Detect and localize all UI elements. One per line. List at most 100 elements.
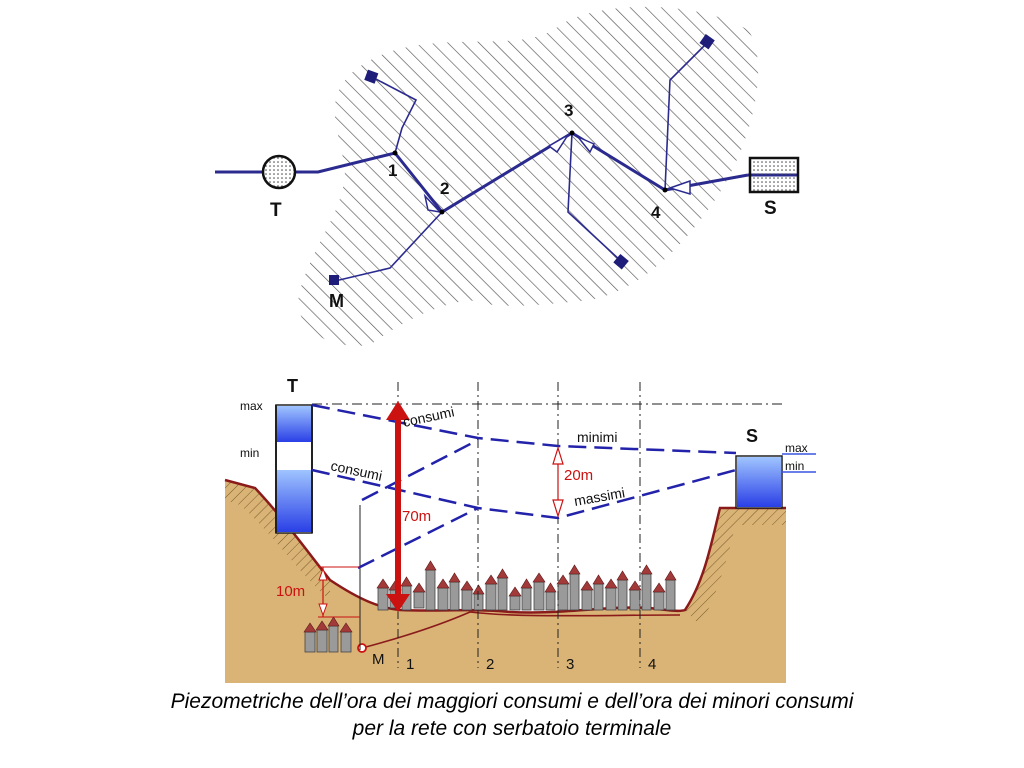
junction-nodes — [392, 130, 668, 215]
arrow-up-icon — [552, 445, 564, 465]
building — [569, 573, 580, 611]
building — [605, 587, 617, 611]
section-label-4: 4 — [648, 656, 656, 673]
service-area — [298, 6, 759, 346]
level-max-right: max — [785, 441, 808, 455]
reservoir-s-title: S — [746, 426, 758, 446]
roof-icon — [412, 582, 426, 593]
tank-t-upper-water — [277, 406, 311, 442]
roof-icon — [303, 622, 317, 633]
label-70m: 70m — [402, 508, 431, 525]
level-min-left: min — [240, 446, 259, 460]
plan-view: 1 2 3 4 T S M — [215, 6, 800, 346]
piezometric-minimum-consumption — [311, 403, 737, 455]
building — [425, 569, 436, 611]
section-label-1: 1 — [406, 656, 414, 673]
label-consumi-top: consumi — [401, 403, 455, 429]
ground-surface — [224, 478, 786, 614]
roof-icon — [460, 580, 474, 591]
arrow-down-icon — [318, 603, 328, 617]
roof-icon — [580, 580, 594, 591]
roof-icon — [628, 580, 642, 591]
section-label-3: 3 — [566, 656, 574, 673]
piezometric-lines — [311, 403, 737, 570]
building — [641, 573, 652, 611]
branch-pipe — [567, 132, 623, 263]
building — [413, 591, 425, 609]
branch-pipe — [334, 211, 443, 282]
building — [581, 589, 593, 611]
profile-point-m-label: M — [372, 651, 385, 668]
building — [304, 631, 316, 653]
caption-line-1: Piezometriche dell’ora dei maggiori cons… — [170, 690, 854, 713]
roof-icon — [315, 620, 329, 631]
roof-icon — [568, 564, 581, 575]
level-min-right: min — [785, 459, 804, 473]
arrow-down-icon — [386, 594, 410, 612]
node-label-1: 1 — [388, 161, 397, 180]
reservoir-s-icon — [748, 156, 800, 194]
branch-pipe — [664, 41, 709, 191]
flow-arrow-icon — [667, 179, 691, 196]
tank-t — [275, 404, 313, 534]
end-node-icon — [329, 275, 339, 285]
arrow-up-icon — [386, 401, 410, 420]
building — [533, 581, 545, 611]
node-label-3: 3 — [564, 101, 573, 120]
roof-icon — [327, 616, 340, 627]
flow-arrow-icon — [577, 136, 596, 154]
roof-icon — [616, 570, 629, 581]
roof-icon — [376, 578, 390, 589]
building — [545, 591, 556, 611]
point-m-label: M — [329, 291, 344, 311]
building — [509, 595, 521, 611]
label-consumi-mid: consumi — [329, 457, 383, 483]
building — [593, 583, 604, 611]
roof-icon — [556, 574, 570, 585]
point-m-icon — [357, 643, 367, 653]
reservoir-s-label: S — [764, 198, 777, 219]
building — [665, 579, 676, 611]
profile-view: T S max min max min consumi consumi mini… — [224, 376, 816, 683]
level-max-left: max — [240, 399, 263, 413]
end-nodes — [329, 34, 715, 285]
building — [521, 587, 532, 611]
earth-hatch — [685, 508, 786, 625]
building — [340, 631, 352, 653]
building — [617, 579, 628, 611]
piezometric-diagram: 1 2 3 4 T S M — [215, 6, 816, 683]
caption-line-2: per la rete con serbatoio terminale — [352, 717, 672, 740]
node-label-4: 4 — [651, 203, 661, 222]
building — [328, 625, 339, 653]
arrow-down-icon — [552, 499, 564, 519]
roof-icon — [640, 564, 653, 575]
underground-pipe — [361, 611, 681, 649]
roof-icon — [604, 578, 618, 589]
end-node-icon — [613, 253, 629, 270]
reservoir-s — [735, 453, 816, 509]
reservoir-s-water — [737, 457, 781, 507]
figure-caption: Piezometriche dell’ora dei maggiori cons… — [0, 688, 1024, 742]
node-label-2: 2 — [440, 179, 449, 198]
roof-icon — [400, 576, 413, 587]
branch-piezometric — [357, 506, 479, 570]
label-massimi: massimi — [573, 484, 626, 509]
building — [316, 629, 328, 653]
roof-icon — [520, 578, 533, 589]
label-20m: 20m — [564, 467, 593, 484]
label-minimi: minimi — [577, 429, 617, 445]
building — [461, 589, 473, 611]
label-10m: 10m — [276, 583, 305, 600]
roof-icon — [496, 568, 509, 579]
flow-arrow-icon — [423, 193, 443, 214]
roof-icon — [448, 572, 461, 583]
roof-icon — [339, 622, 353, 633]
roof-icon — [664, 570, 677, 581]
arrow-up-icon — [318, 567, 328, 581]
branch-piezometric — [361, 438, 479, 502]
roof-icon — [484, 574, 498, 585]
building — [437, 587, 449, 611]
tank-t-icon — [261, 154, 297, 190]
end-node-icon — [699, 34, 715, 50]
building — [653, 591, 665, 611]
